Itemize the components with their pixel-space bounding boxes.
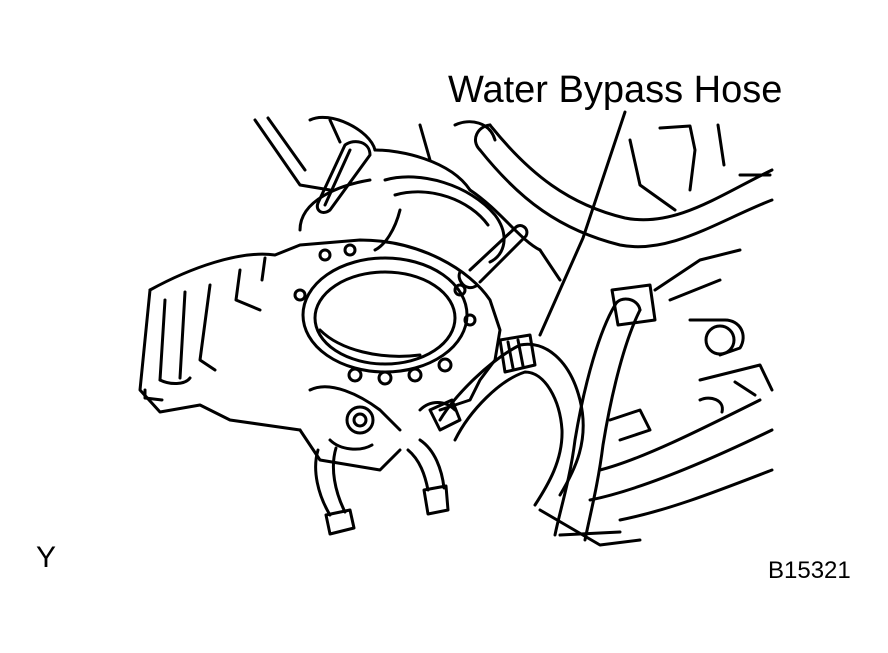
throttle-bore-opening: [303, 258, 467, 372]
engine-block-outline: [255, 117, 770, 280]
right-side-components: [590, 250, 772, 520]
right-vertical-pipe: [555, 285, 655, 540]
lower-housing-details: [300, 387, 455, 470]
lower-left-small-hose: [316, 448, 354, 534]
upper-pipe: [475, 125, 772, 247]
lower-center-small-hose: [408, 440, 448, 514]
cylinder-head-bore: [375, 177, 504, 262]
water-bypass-hose-label: Water Bypass Hose: [448, 69, 783, 111]
flange-bolt-holes: [295, 245, 475, 433]
lower-bracket-lines: [540, 510, 640, 545]
view-indicator-label: Y: [36, 541, 57, 574]
figure-code-label: B15321: [768, 557, 851, 584]
throttle-body-housing: [140, 240, 500, 430]
water-bypass-hose: [430, 335, 583, 505]
callout-leader-line: [540, 112, 625, 335]
